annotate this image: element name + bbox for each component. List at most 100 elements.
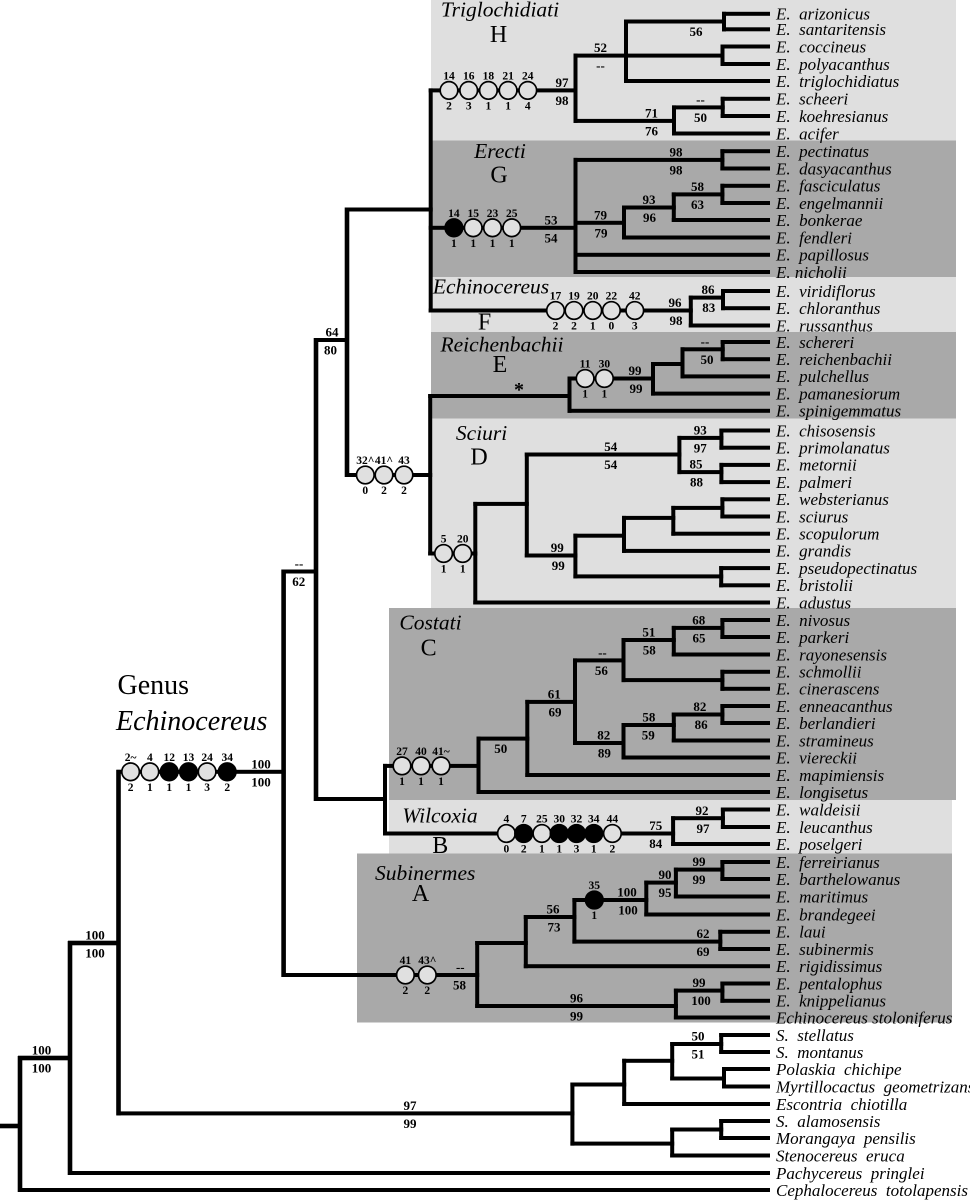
svg-text:E. rigidissimus: E. rigidissimus xyxy=(775,957,883,976)
svg-text:Genus: Genus xyxy=(118,670,190,701)
svg-text:99: 99 xyxy=(630,381,644,396)
svg-text:E. stramineus: E. stramineus xyxy=(775,731,874,750)
svg-text:1: 1 xyxy=(418,776,424,788)
svg-text:1: 1 xyxy=(451,238,457,250)
svg-text:E. laui: E. laui xyxy=(775,923,826,942)
svg-text:97: 97 xyxy=(694,440,708,455)
svg-text:62: 62 xyxy=(697,926,710,941)
svg-text:0: 0 xyxy=(362,485,368,497)
svg-text:2: 2 xyxy=(610,844,616,856)
svg-text:65: 65 xyxy=(693,630,707,645)
svg-text:61: 61 xyxy=(548,686,561,701)
svg-text:E. enneacanthus: E. enneacanthus xyxy=(775,697,893,716)
svg-text:E. arizonicus: E. arizonicus xyxy=(775,5,870,24)
svg-text:99: 99 xyxy=(693,854,707,869)
svg-text:89: 89 xyxy=(598,746,612,761)
svg-text:95: 95 xyxy=(659,885,673,900)
svg-text:Reichenbachii: Reichenbachii xyxy=(440,333,564,357)
svg-text:82: 82 xyxy=(597,728,610,743)
svg-text:59: 59 xyxy=(642,728,656,743)
svg-text:C: C xyxy=(421,636,437,662)
svg-text:100: 100 xyxy=(85,946,105,961)
svg-text:53: 53 xyxy=(545,212,559,227)
svg-text:92: 92 xyxy=(696,803,709,818)
svg-text:*: * xyxy=(514,379,524,401)
svg-text:11: 11 xyxy=(580,359,591,371)
svg-text:2~: 2~ xyxy=(125,752,137,764)
svg-text:E. leucanthus: E. leucanthus xyxy=(775,818,873,837)
svg-text:14: 14 xyxy=(448,208,460,220)
svg-text:23: 23 xyxy=(487,208,499,220)
svg-text:E. pulchellus: E. pulchellus xyxy=(775,367,869,386)
svg-text:1: 1 xyxy=(539,844,545,856)
svg-text:100: 100 xyxy=(85,928,105,943)
svg-text:E. longisetus: E. longisetus xyxy=(775,783,868,802)
svg-text:69: 69 xyxy=(549,704,563,719)
svg-text:100: 100 xyxy=(617,885,637,900)
svg-text:Cephalocereus totolapensis: Cephalocereus totolapensis xyxy=(776,1181,968,1200)
svg-text:19: 19 xyxy=(568,291,580,303)
svg-text:2: 2 xyxy=(128,782,134,794)
svg-text:E. spinigemmatus: E. spinigemmatus xyxy=(775,402,902,421)
svg-text:E. barthelowanus: E. barthelowanus xyxy=(775,870,901,889)
svg-text:1: 1 xyxy=(490,238,496,250)
svg-text:E. primolanatus: E. primolanatus xyxy=(775,439,890,458)
svg-text:E. scopulorum: E. scopulorum xyxy=(775,525,879,544)
svg-text:5: 5 xyxy=(441,534,447,546)
svg-text:1: 1 xyxy=(505,100,511,112)
svg-text:1: 1 xyxy=(582,389,588,401)
svg-text:1: 1 xyxy=(441,564,447,576)
svg-text:E. parkeri: E. parkeri xyxy=(775,628,849,647)
svg-text:68: 68 xyxy=(692,612,706,627)
svg-text:E. pectinatus: E. pectinatus xyxy=(775,142,869,161)
svg-text:32: 32 xyxy=(571,814,583,826)
svg-text:97: 97 xyxy=(404,1098,418,1113)
svg-text:2: 2 xyxy=(424,985,430,997)
svg-text:S. stellatus: S. stellatus xyxy=(776,1026,854,1045)
svg-text:32^: 32^ xyxy=(356,455,374,467)
svg-text:2: 2 xyxy=(224,782,230,794)
svg-text:20: 20 xyxy=(457,534,469,546)
svg-text:E. triglochidiatus: E. triglochidiatus xyxy=(775,72,900,91)
svg-text:20: 20 xyxy=(587,291,599,303)
svg-text:Subinermes: Subinermes xyxy=(375,861,475,885)
svg-text:100: 100 xyxy=(691,993,711,1008)
svg-text:22: 22 xyxy=(606,291,618,303)
svg-text:1: 1 xyxy=(470,238,476,250)
svg-text:54: 54 xyxy=(604,457,618,472)
svg-text:E. acifer: E. acifer xyxy=(775,124,839,143)
svg-text:54: 54 xyxy=(604,439,618,454)
svg-text:Erecti: Erecti xyxy=(473,139,526,163)
svg-text:E. nivosus: E. nivosus xyxy=(775,611,851,630)
svg-text:58: 58 xyxy=(691,179,705,194)
svg-text:2: 2 xyxy=(446,100,452,112)
svg-text:B: B xyxy=(432,833,448,859)
svg-text:E. koehresianus: E. koehresianus xyxy=(775,107,889,126)
svg-text:1: 1 xyxy=(438,776,444,788)
svg-text:64: 64 xyxy=(326,325,340,340)
svg-text:1: 1 xyxy=(556,844,562,856)
svg-text:E. ferreirianus: E. ferreirianus xyxy=(775,853,880,872)
svg-text:E. fasciculatus: E. fasciculatus xyxy=(775,177,881,196)
svg-text:Escontria chiotilla: Escontria chiotilla xyxy=(775,1095,907,1114)
svg-text:44: 44 xyxy=(607,814,619,826)
svg-text:50: 50 xyxy=(692,1029,705,1044)
svg-text:--: -- xyxy=(701,334,710,349)
svg-text:1: 1 xyxy=(509,238,515,250)
svg-text:--: -- xyxy=(295,556,304,571)
svg-text:50: 50 xyxy=(494,741,507,756)
svg-text:86: 86 xyxy=(702,282,716,297)
svg-text:4: 4 xyxy=(147,752,153,764)
svg-text:79: 79 xyxy=(594,207,608,222)
svg-text:E. subinermis: E. subinermis xyxy=(775,940,874,959)
svg-text:Wilcoxia: Wilcoxia xyxy=(402,804,477,828)
svg-text:56: 56 xyxy=(547,902,561,917)
svg-text:85: 85 xyxy=(690,457,704,472)
svg-text:93: 93 xyxy=(694,422,708,437)
svg-text:90: 90 xyxy=(659,867,672,882)
svg-text:E. grandis: E. grandis xyxy=(775,542,851,561)
svg-text:79: 79 xyxy=(595,225,609,240)
svg-text:41: 41 xyxy=(400,955,412,967)
svg-text:3: 3 xyxy=(204,782,210,794)
svg-text:99: 99 xyxy=(404,1116,418,1131)
